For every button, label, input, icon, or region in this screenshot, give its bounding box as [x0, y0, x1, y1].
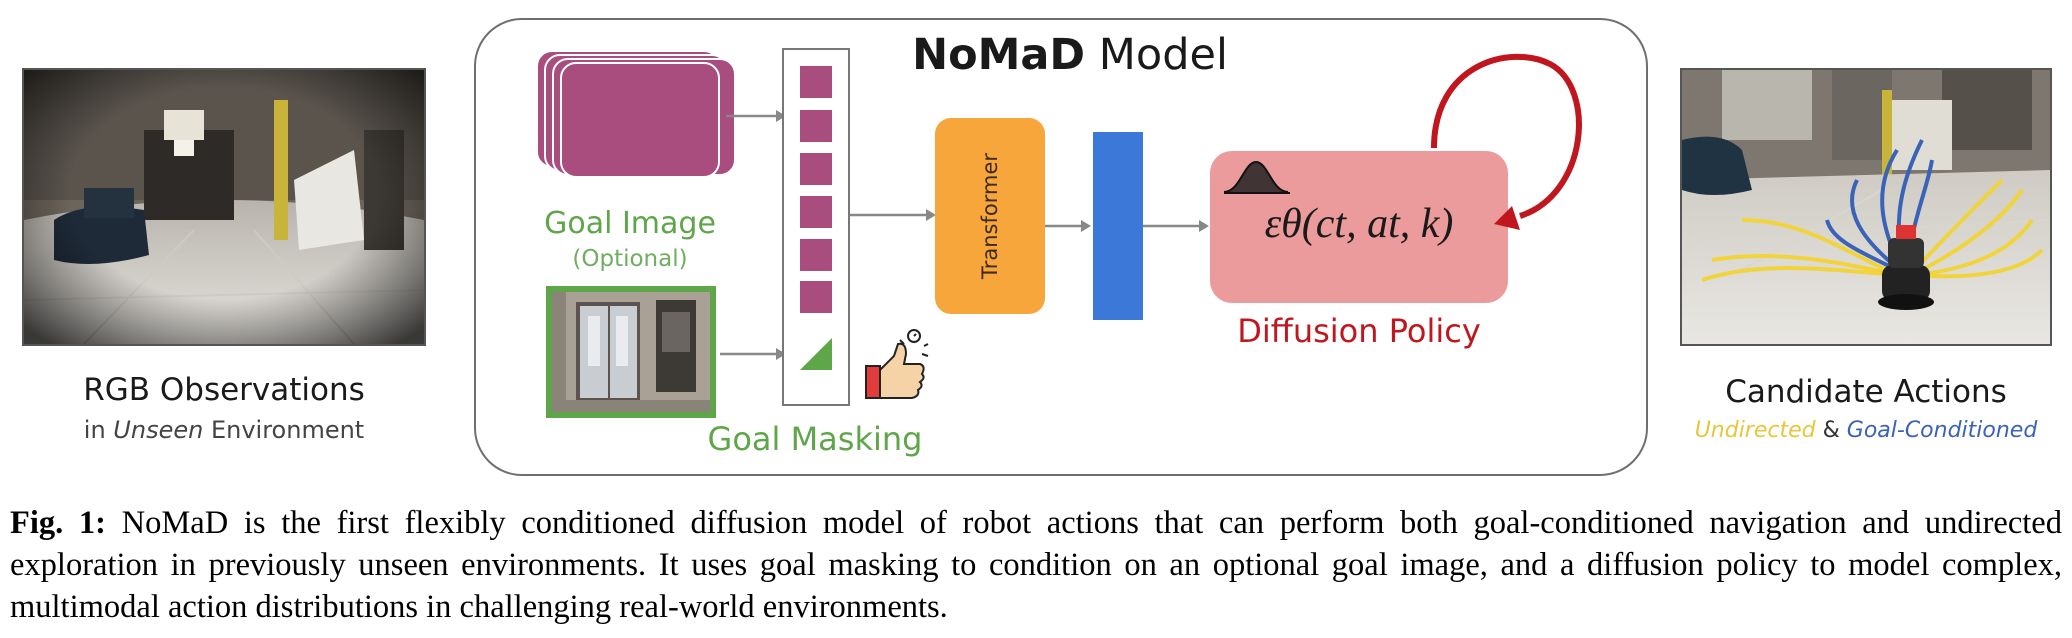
diffusion-formula: εθ(ct, at, k): [1264, 201, 1454, 247]
robot-trajectories-illustration: [1682, 70, 2050, 344]
caption-prefix: Fig. 1:: [10, 505, 106, 541]
subtitle-suffix: Environment: [203, 416, 365, 444]
masked-goal-token: [800, 338, 832, 370]
goal-token: [800, 66, 832, 98]
goal-conditioned-label: Goal-Conditioned: [1846, 418, 2038, 443]
caption-text: NoMaD is the first flexibly conditioned …: [10, 505, 2062, 625]
goal-image-card: [560, 62, 720, 178]
subtitle-prefix: in: [83, 416, 114, 444]
rgb-observation-image: [22, 68, 426, 346]
transformer-label: Transformer: [978, 152, 1002, 280]
candidate-actions-image: [1680, 68, 2052, 346]
model-title-bold: NoMaD: [912, 30, 1086, 80]
gaussian-icon: [1223, 160, 1290, 194]
observation-token: [800, 110, 832, 142]
robot-icon: [1878, 225, 1934, 310]
denoising-loop-arrow: [1431, 53, 1582, 230]
ampersand: &: [1815, 418, 1847, 443]
thumbs-up-icon: [865, 329, 929, 399]
model-title-light: Model: [1098, 30, 1228, 80]
nomad-model-box: [474, 18, 1648, 476]
goal-masking-label: Goal Masking: [707, 420, 923, 458]
observation-token: [800, 196, 832, 228]
embedding-to-policy-arrow: [1143, 220, 1209, 232]
transformer-block: [935, 118, 1045, 314]
model-title: NoMaD Model: [900, 30, 1240, 80]
diffusion-policy-label: Diffusion Policy: [1237, 312, 1481, 350]
doorway-illustration: [552, 292, 710, 412]
observation-token: [800, 239, 832, 271]
rgb-observations-subtitle: in Unseen Environment: [22, 416, 426, 444]
input-arrows: [720, 110, 786, 360]
context-embedding-bar: [1093, 132, 1143, 320]
subtitle-italic: Unseen: [113, 416, 204, 444]
observation-token: [800, 153, 832, 185]
transformer-to-embedding-arrow: [1045, 220, 1091, 232]
observation-thumbnail: [546, 286, 716, 418]
candidate-actions-title: Candidate Actions: [1725, 374, 2007, 410]
fisheye-corridor-illustration: [24, 70, 424, 344]
goal-image-sublabel: (Optional): [572, 246, 688, 272]
undirected-label: Undirected: [1694, 418, 1816, 443]
candidate-actions-subtitle: Undirected & Goal-Conditioned: [1680, 418, 2052, 443]
rgb-observations-title: RGB Observations: [83, 372, 365, 408]
tokens-to-transformer-arrow: [850, 209, 936, 221]
figure-caption: Fig. 1: NoMaD is the first flexibly cond…: [10, 502, 2062, 628]
goal-image-label: Goal Image: [544, 206, 716, 241]
observation-token: [800, 281, 832, 313]
